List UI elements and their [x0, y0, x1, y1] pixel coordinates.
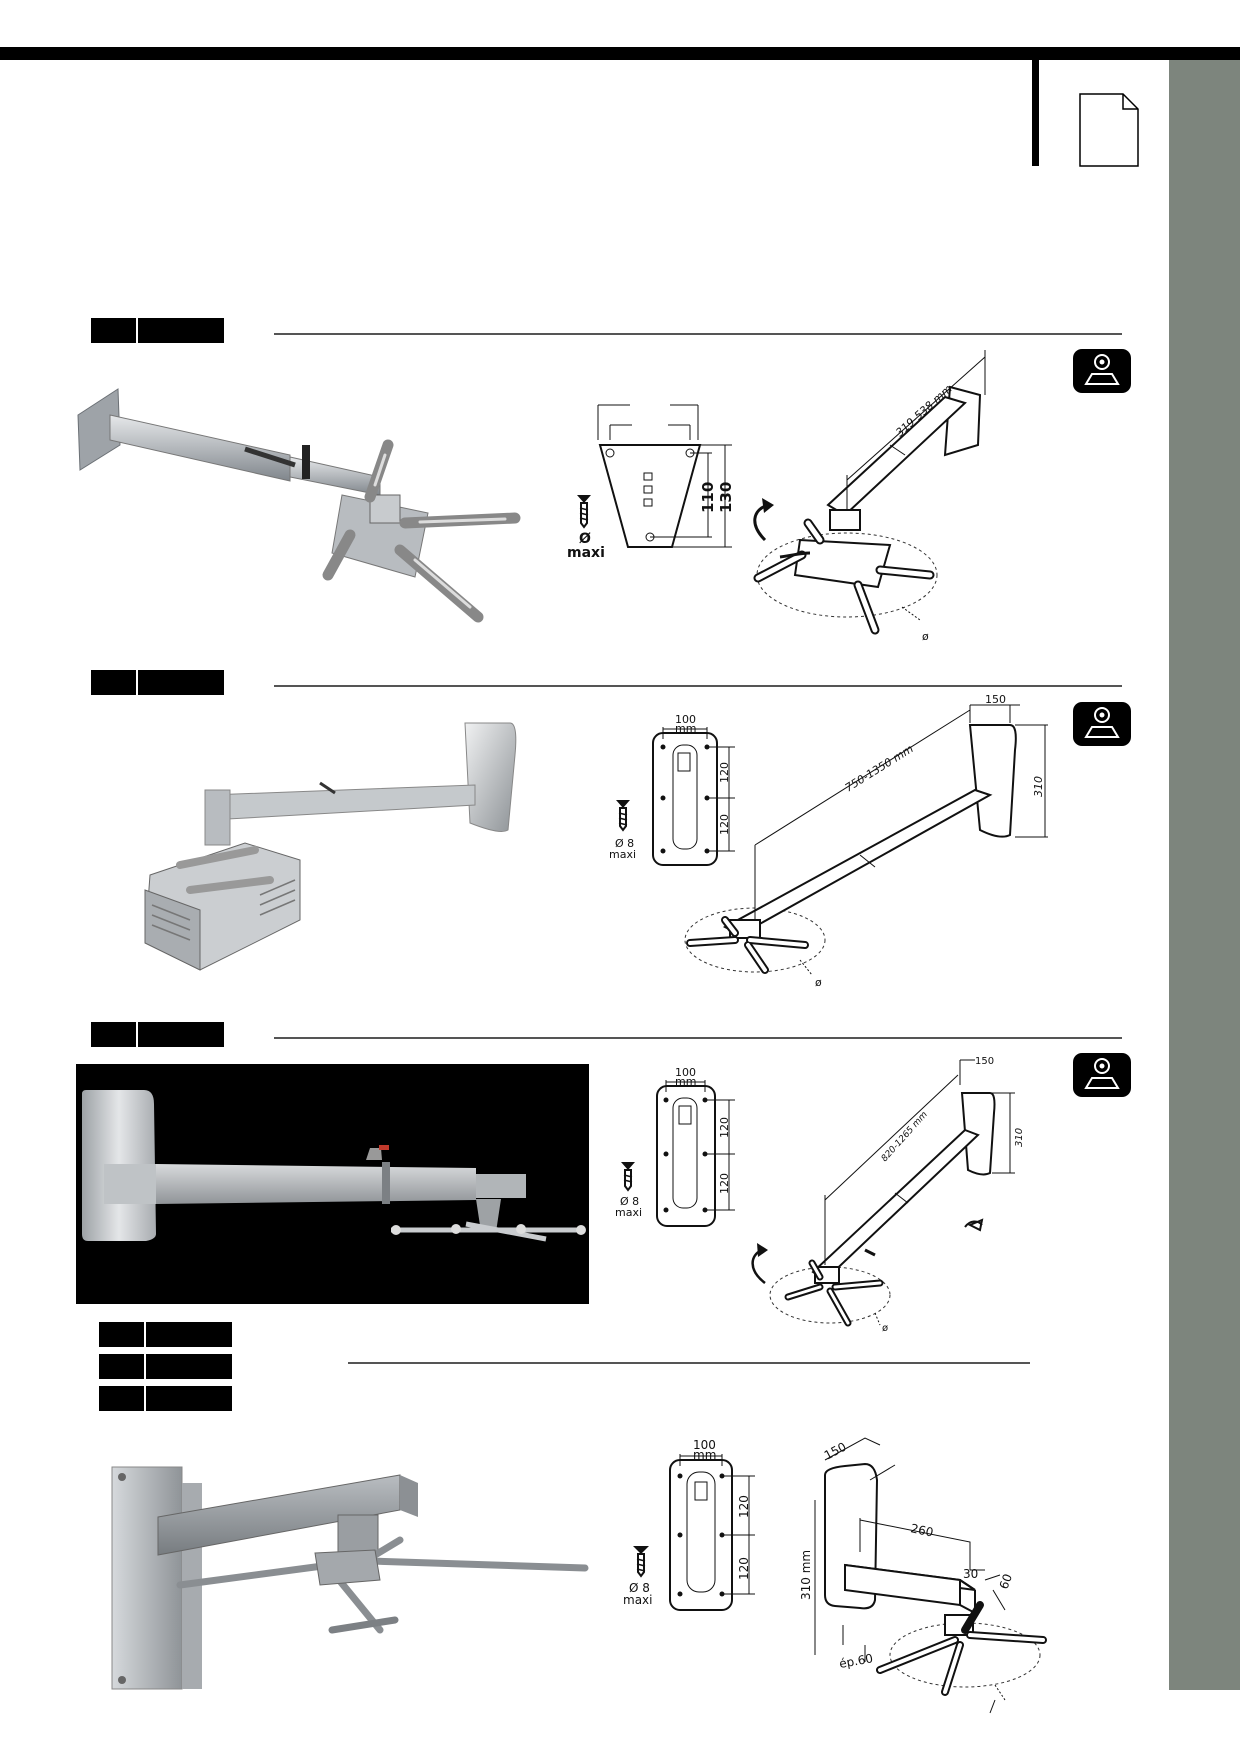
p4-screw-symbol: Ø 8: [629, 1581, 650, 1595]
p4-width: 100: [693, 1438, 716, 1452]
p4-h1: 120: [737, 1495, 751, 1518]
product-4-rule: [348, 1362, 1030, 1364]
p3-screw-symbol: Ø 8: [620, 1195, 639, 1208]
product-4-ref-tab-1: [99, 1322, 232, 1347]
side-band: [1169, 60, 1240, 1690]
p3-height: 310: [1014, 1128, 1025, 1147]
p4-arm: 260: [909, 1521, 934, 1539]
product-2-mounting-plate-diagram: 100 mm 120 120 Ø 8 maxi: [609, 713, 735, 866]
top-rule: [0, 47, 1240, 60]
product-4-ref-tab-3: [99, 1386, 232, 1411]
p3-h2: 120: [718, 1173, 731, 1194]
p2-screw-symbol: Ø 8: [615, 837, 634, 850]
header-vertical-rule: [1032, 60, 1039, 166]
product-3-mounting-plate-diagram: 100 mm 120 120 Ø 8 maxi: [615, 1066, 735, 1227]
product-4-mounting-plate-diagram: 100 mm 120 120 Ø 8 maxi: [623, 1438, 755, 1611]
p4-thickness: ép.60: [838, 1651, 874, 1671]
p1-screw-symbol: Ø: [579, 531, 591, 547]
p1-dim-b: 130: [717, 482, 735, 513]
product-1-mounting-plate-diagram: 110 130 Ø maxi: [567, 404, 735, 561]
p3-length: 820-1265 mm: [880, 1110, 930, 1164]
product-1-photo: [77, 388, 521, 623]
product-1-arm-diagram: 319-538 mm ø: [753, 350, 986, 643]
p3-diameter: ø: [882, 1323, 888, 1334]
p2-width-unit: mm: [675, 722, 696, 735]
product-2-photo: [144, 722, 517, 971]
p3-h1: 120: [718, 1117, 731, 1138]
p1-screw-label: maxi: [567, 545, 605, 561]
p4-height: 310 mm: [799, 1550, 813, 1600]
p4-width-unit: mm: [693, 1448, 716, 1462]
p3-screw-label: maxi: [615, 1206, 642, 1219]
product-4-arm-diagram: 150 260 30 60 310 mm ép.60: [799, 1437, 1047, 1714]
product-3-photo: [76, 1064, 589, 1304]
product-4-photo: [111, 1466, 589, 1690]
product-2-arm-diagram: 750-1350 mm 150 310 ø: [684, 695, 1048, 989]
screw-icon: [633, 1546, 649, 1578]
p4-d60: 60: [997, 1572, 1015, 1591]
product-1-rule: [274, 333, 1122, 335]
screw-icon: [621, 1162, 635, 1192]
product-2-rule: [274, 685, 1122, 687]
p3-depth: 150: [975, 1056, 994, 1067]
p4-screw-label: maxi: [623, 1593, 652, 1607]
p2-width: 100: [675, 713, 696, 726]
product-3-rule: [274, 1037, 1122, 1039]
p1-dim-a: 110: [699, 482, 717, 513]
p2-diameter: ø: [815, 976, 822, 989]
p1-diameter: ø: [922, 630, 929, 643]
screw-icon: [616, 800, 630, 832]
p2-h1: 120: [718, 762, 731, 783]
product-3-arm-diagram: 820-1265 mm 150 310 ø: [751, 1056, 1025, 1334]
p2-height: 310: [1032, 776, 1045, 797]
product-2-ref-tab: [91, 670, 224, 695]
ceiling-mount-icon: [1073, 349, 1131, 393]
screw-icon: [577, 495, 591, 529]
document-icon: [1079, 93, 1139, 167]
p3-width: 100: [675, 1066, 696, 1079]
p4-h2: 120: [737, 1557, 751, 1580]
p2-length: 750-1350 mm: [843, 742, 916, 794]
p2-depth: 150: [985, 695, 1006, 706]
product-1-ref-tab: [91, 318, 224, 343]
p4-d30: 30: [963, 1567, 978, 1581]
p2-h2: 120: [718, 814, 731, 835]
product-3-ref-tab: [91, 1022, 224, 1047]
p3-width-unit: mm: [675, 1075, 696, 1088]
ceiling-mount-icon: [1073, 1053, 1131, 1097]
p2-screw-label: maxi: [609, 848, 636, 861]
ceiling-mount-icon: [1073, 702, 1131, 746]
p4-depth: 150: [822, 1440, 849, 1463]
product-4-ref-tab-2: [99, 1354, 232, 1379]
